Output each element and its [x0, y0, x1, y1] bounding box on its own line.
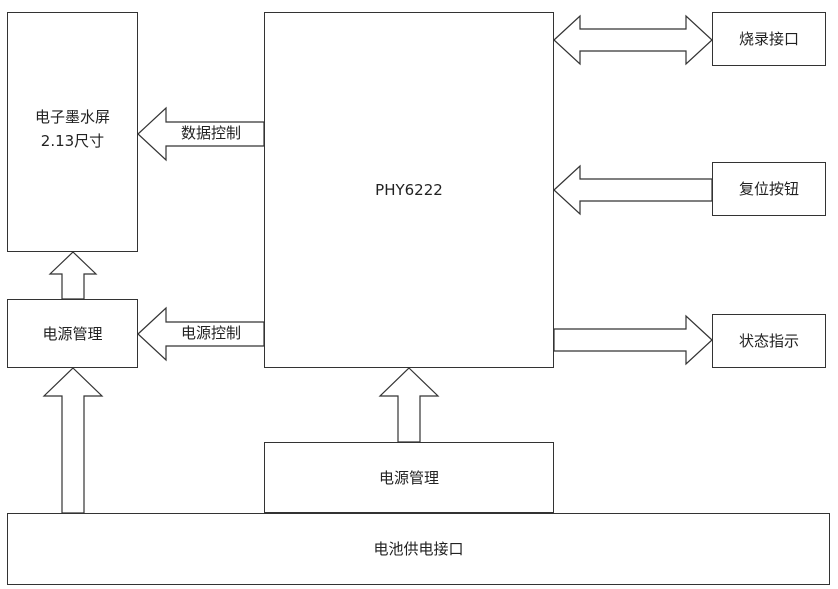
programming-bidirectional-arrow: [553, 14, 713, 66]
e-ink-display-size: 2.13尺寸: [40, 132, 105, 150]
status-indicator-block: 状态指示: [712, 314, 826, 368]
power-management-left-label: 电源管理: [42, 324, 103, 343]
e-ink-display-label: 电子墨水屏: [34, 108, 110, 126]
power-management-bottom-block: 电源管理: [264, 442, 554, 513]
mcu-to-status-arrow: [553, 314, 713, 366]
battery-to-power-left-arrow: [42, 367, 104, 514]
reset-button-block: 复位按钮: [712, 162, 826, 216]
power-control-label: 电源控制: [181, 324, 242, 342]
reset-to-mcu-arrow: [553, 164, 713, 216]
mcu-block: PHY6222: [264, 12, 554, 368]
programming-interface-label: 烧录接口: [738, 30, 799, 48]
power-to-display-arrow: [48, 251, 98, 300]
battery-interface-label: 电池供电接口: [373, 540, 464, 558]
mcu-label: PHY6222: [375, 181, 443, 199]
reset-button-label: 复位按钮: [738, 180, 799, 198]
e-ink-display-block: 电子墨水屏 2.13尺寸: [7, 12, 138, 252]
power-management-left-block: 电源管理: [7, 299, 138, 368]
status-indicator-label: 状态指示: [738, 332, 799, 350]
power-management-bottom-label: 电源管理: [378, 468, 439, 487]
data-control-label: 数据控制: [181, 124, 242, 142]
battery-interface-block: 电池供电接口: [7, 513, 830, 585]
programming-interface-block: 烧录接口: [712, 12, 826, 66]
power-bottom-to-mcu-arrow: [378, 367, 440, 443]
